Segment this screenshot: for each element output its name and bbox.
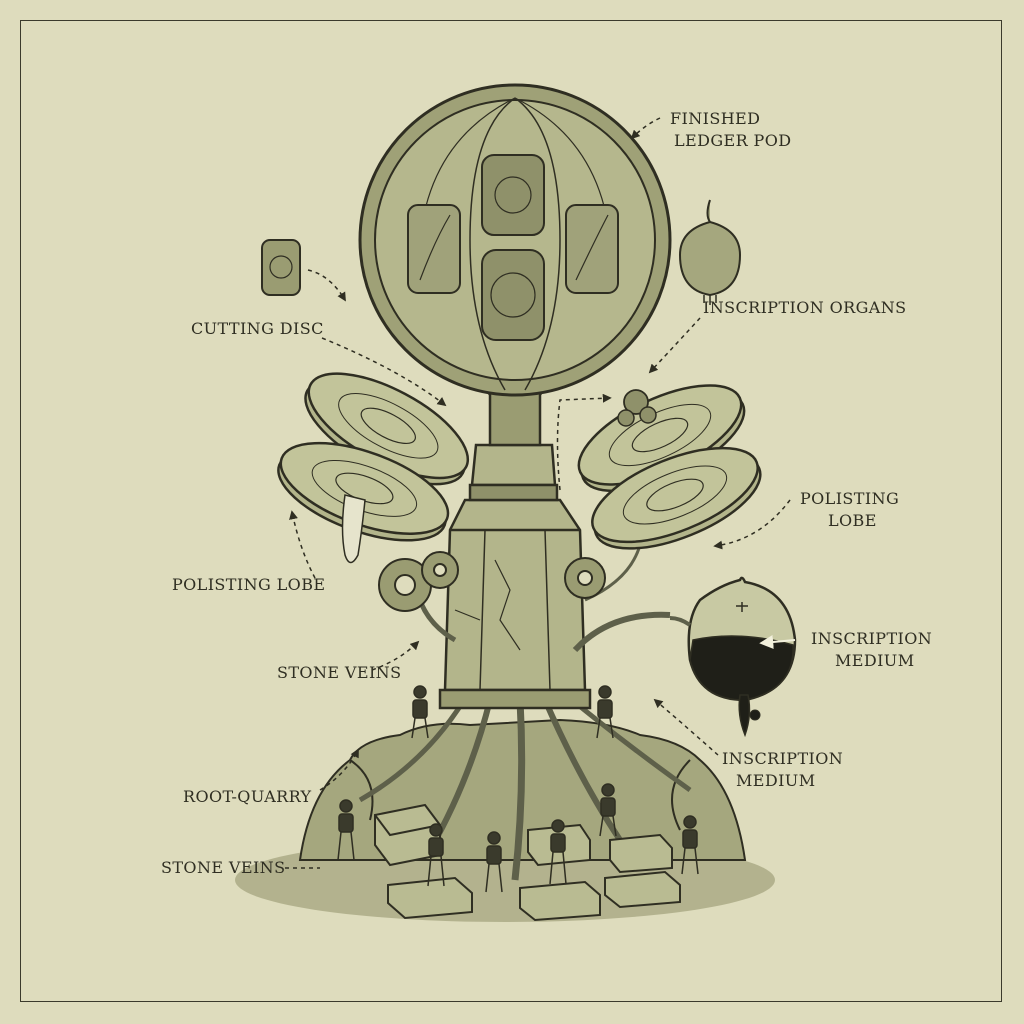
stone-block bbox=[519, 880, 601, 922]
leader-inscription-organs bbox=[648, 317, 701, 374]
workers bbox=[337, 685, 699, 893]
leader-polisting-lobe-left bbox=[289, 510, 316, 579]
leader-inscription-medium-lower bbox=[653, 698, 719, 756]
leader-root-quarry bbox=[319, 748, 359, 791]
stone-block bbox=[387, 876, 473, 920]
worker-figure bbox=[427, 823, 445, 887]
inscription-medium-flask bbox=[669, 576, 797, 738]
worker-figure bbox=[596, 685, 614, 739]
seed-pod bbox=[678, 199, 742, 305]
label-inscription-organs: INSCRIPTION ORGANS bbox=[703, 298, 907, 317]
label-polisting-lobe-right-line2: LOBE bbox=[828, 511, 877, 530]
leader-stone-veins-upper bbox=[371, 640, 420, 671]
inscribed-tablet bbox=[407, 204, 461, 294]
label-stone-veins-lower: STONE VEINS bbox=[161, 858, 286, 877]
worker-figure bbox=[411, 685, 429, 739]
label-polisting-lobe-left: POLISTING LOBE bbox=[172, 575, 326, 594]
disc bbox=[277, 441, 450, 542]
label-polisting-lobe-right-line1: POLISTING bbox=[800, 489, 900, 508]
inscribed-tablet bbox=[481, 154, 545, 236]
disc bbox=[304, 372, 470, 486]
label-finished-ledger-pod-line1: FINISHED bbox=[670, 109, 761, 128]
label-cutting-disc: CUTTING DISC bbox=[191, 319, 324, 338]
label-inscription-medium-upper-line1: INSCRIPTION bbox=[811, 629, 933, 648]
label-root-quarry: ROOT-QUARRY bbox=[183, 787, 312, 806]
leader-cutting-disc bbox=[321, 337, 447, 407]
right-polisting-discs bbox=[577, 384, 762, 550]
inscribed-tablet bbox=[565, 204, 619, 294]
worker-figure bbox=[337, 799, 355, 861]
leader-cutting-disc-tablet bbox=[307, 269, 346, 302]
leader-organ-cluster bbox=[556, 393, 612, 491]
finished-ledger-pod bbox=[358, 83, 672, 397]
polish-drip bbox=[341, 494, 366, 564]
worker-figure bbox=[681, 815, 699, 875]
leader-lines bbox=[285, 117, 791, 869]
worker-figure bbox=[549, 819, 567, 885]
label-inscription-medium-upper-line2: MEDIUM bbox=[835, 651, 915, 670]
leader-finished-ledger-pod bbox=[630, 117, 661, 140]
worker-figure bbox=[485, 831, 503, 893]
stone-trunk bbox=[412, 443, 671, 710]
border-frame bbox=[20, 20, 1002, 1002]
label-inscription-medium-lower-line2: MEDIUM bbox=[736, 771, 816, 790]
left-polisting-discs bbox=[277, 372, 470, 564]
inscribed-tablet bbox=[481, 249, 545, 341]
gears bbox=[378, 551, 606, 612]
cutting-disc-tablet bbox=[261, 239, 301, 296]
stone-block bbox=[609, 833, 673, 874]
label-finished-ledger-pod-line2: LEDGER POD bbox=[674, 131, 792, 150]
leader-polisting-lobe-right bbox=[713, 499, 791, 550]
root-quarry bbox=[298, 688, 747, 881]
label-inscription-medium-lower-line1: INSCRIPTION bbox=[722, 749, 844, 768]
label-stone-veins-upper: STONE VEINS bbox=[277, 663, 402, 682]
inscription-organ-cluster bbox=[617, 389, 657, 427]
leader-inscription-medium-upper bbox=[759, 635, 796, 649]
stone-block bbox=[604, 870, 681, 909]
disc bbox=[591, 446, 762, 550]
worker-figure bbox=[599, 783, 617, 837]
